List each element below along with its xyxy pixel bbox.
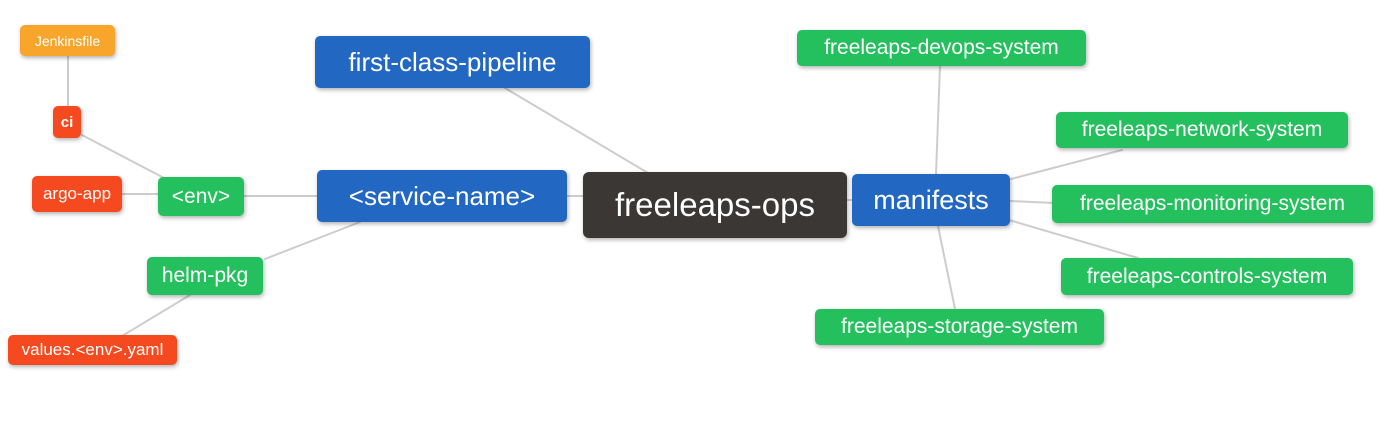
node-first-class-pipeline[interactable]: first-class-pipeline — [315, 36, 590, 88]
edge-helm-pkg-values-env-yaml — [121, 294, 191, 337]
node-manifests[interactable]: manifests — [852, 174, 1010, 226]
node-helm-pkg[interactable]: helm-pkg — [147, 257, 263, 295]
node-controls-system[interactable]: freeleaps-controls-system — [1061, 258, 1353, 295]
node-network-system[interactable]: freeleaps-network-system — [1056, 112, 1348, 148]
node-freeleaps-ops[interactable]: freeleaps-ops — [583, 172, 847, 238]
node-ci[interactable]: ci — [53, 106, 81, 138]
node-jenkinsfile[interactable]: Jenkinsfile — [20, 25, 115, 56]
edge-manifests-storage-system — [937, 225, 956, 310]
edge-manifests-controls-system — [1008, 219, 1139, 259]
edge-service-name-helm-pkg — [264, 221, 361, 260]
edge-ci-env — [81, 134, 167, 180]
edge-manifests-network-system — [1010, 149, 1123, 180]
node-env[interactable]: <env> — [158, 177, 244, 216]
node-devops-system[interactable]: freeleaps-devops-system — [797, 30, 1086, 66]
node-values-env-yaml[interactable]: values.<env>.yaml — [8, 335, 177, 365]
node-service-name[interactable]: <service-name> — [317, 170, 567, 222]
node-monitoring-system[interactable]: freeleaps-monitoring-system — [1052, 185, 1373, 223]
edge-manifests-monitoring-system — [1009, 200, 1055, 204]
edge-manifests-devops-system — [935, 65, 941, 175]
node-argo-app[interactable]: argo-app — [32, 176, 122, 212]
node-storage-system[interactable]: freeleaps-storage-system — [815, 309, 1104, 345]
edge-first-class-pipeline-ops — [504, 87, 649, 174]
